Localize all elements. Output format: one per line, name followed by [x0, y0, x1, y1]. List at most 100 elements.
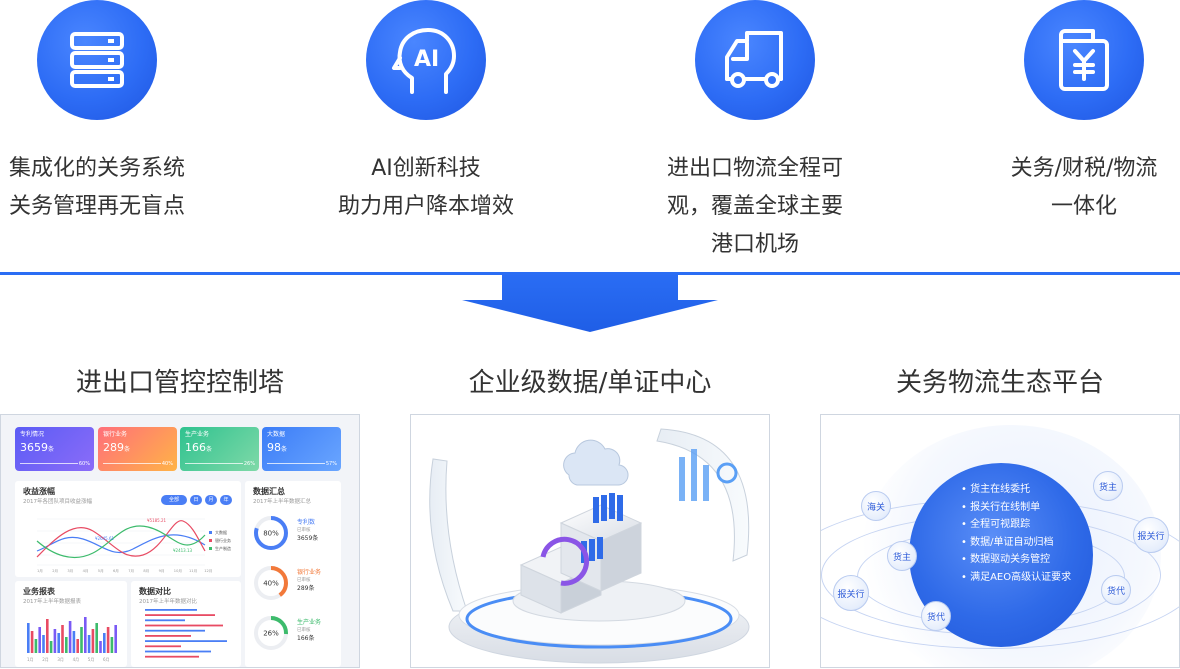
legend-label: 大数据 — [215, 529, 227, 535]
section-divider — [0, 272, 1180, 275]
platform-feature-item: • 报关行在线制单 — [961, 501, 1041, 513]
filter-day-button[interactable]: 日 — [190, 495, 202, 505]
income-chart-card: 收益涨幅 2017年各团队项目收益涨幅 全部 日 月 年 ¥5185.21 ¥2… — [15, 481, 241, 577]
summary-small: 已审核 — [297, 578, 311, 583]
card-subtitle: 2017年上半年数据报表 — [23, 599, 81, 605]
report-bar — [72, 631, 76, 653]
section-title-control-tower: 进出口管控控制塔 — [75, 368, 284, 398]
donut-percent: 40% — [263, 580, 279, 588]
donut-percent: 80% — [263, 530, 279, 538]
x-tick-label: 9月 — [159, 568, 165, 573]
filter-all-button[interactable]: 全部 — [161, 495, 187, 505]
feature-icon-circle — [695, 0, 815, 120]
report-bar — [84, 617, 87, 653]
compare-bar — [145, 645, 181, 648]
series-line-green — [36, 525, 206, 559]
card-title: 收益涨幅 — [23, 487, 55, 496]
legend-label: 生产制造 — [215, 545, 231, 551]
platform-feature-list: • 货主在线委托 • 报关行在线制单 • 全程可视跟踪 • 数据/单证自动归档 … — [961, 481, 1071, 586]
kpi-unit: 条 — [124, 446, 131, 453]
callout-label: ¥2413.13 — [173, 548, 193, 553]
kpi-bar — [20, 462, 78, 464]
legend-label: 银行业务 — [215, 537, 231, 543]
compare-bar — [145, 624, 223, 627]
compare-bar — [145, 609, 197, 611]
kpi-percent: 57% — [325, 461, 337, 467]
kpi-bar — [185, 462, 243, 464]
kpi-value: 98 — [267, 441, 281, 454]
compare-bar — [145, 635, 191, 637]
compare-bar — [145, 655, 199, 658]
series-line-blue — [36, 534, 206, 554]
card-subtitle: 2017年各团队项目收益涨幅 — [23, 499, 92, 505]
x-tick-label: 7月 — [128, 568, 134, 573]
callout-label: ¥5185.21 — [147, 518, 167, 523]
summary-name: 生产业务 — [297, 619, 322, 626]
truck-icon — [725, 31, 783, 88]
kpi-label: 生产业务 — [185, 431, 210, 438]
donut-chart: 40% — [254, 566, 288, 600]
report-bar — [42, 635, 45, 653]
compare-bar — [145, 614, 215, 616]
kpi-bar — [267, 462, 325, 464]
feature-icon-circle — [1024, 0, 1144, 120]
feature-icon-circle — [37, 0, 157, 120]
kpi-card: 专利情况 3659条 60% — [15, 427, 94, 471]
filter-month-button[interactable]: 月 — [205, 495, 217, 505]
platform-feature-item: • 满足AEO高级认证要求 — [961, 571, 1072, 583]
report-bar — [80, 627, 83, 653]
x-tick-label: 6月 — [103, 657, 110, 662]
feature-customs-tax-logistics: 关务/财税/物流 一体化 — [954, 0, 1180, 226]
report-bar — [53, 629, 57, 653]
x-tick-label: 1月 — [27, 657, 34, 662]
down-arrow-icon — [462, 274, 718, 332]
data-compare-card: 数据对比 2017年上半年数据对比 — [131, 581, 241, 667]
report-bar — [46, 619, 49, 653]
platform-feature-item: • 数据驱动关务管控 — [961, 554, 1051, 565]
card-subtitle: 2017年上半年数据对比 — [139, 599, 197, 605]
x-tick-label: 4月 — [73, 657, 80, 662]
filter-year-button[interactable]: 年 — [220, 495, 232, 505]
report-bar — [106, 627, 110, 653]
platform-feature-item: • 货主在线委托 — [961, 484, 1031, 495]
report-bar — [38, 627, 41, 653]
feature-ai: AI AI创新科技 助力用户降本增效 — [296, 0, 556, 226]
report-bar — [61, 625, 64, 653]
callout-label: ¥2645.61 — [95, 536, 115, 541]
ai-head-icon: AI — [392, 28, 456, 94]
x-tick-label: 8月 — [143, 568, 149, 573]
x-tick-label: 5月 — [98, 568, 104, 573]
kpi-unit: 条 — [48, 446, 55, 453]
eco-platform-illustration: • 货主在线委托 • 报关行在线制单 • 全程可视跟踪 • 数据/单证自动归档 … — [820, 414, 1180, 668]
report-bar — [57, 633, 60, 653]
card-title: 数据对比 — [139, 587, 171, 596]
report-bar — [114, 625, 117, 653]
data-compare-bar-chart — [145, 609, 227, 658]
kpi-label: 大数据 — [267, 431, 286, 438]
kpi-card: 大数据 98条 57% — [262, 427, 341, 471]
feature-integrated-system: 集成化的关务系统 关务管理再无盲点 — [0, 0, 227, 226]
x-tick-label: 3月 — [57, 657, 64, 662]
x-tick-label: 2月 — [52, 568, 58, 573]
donut-chart: 26% — [254, 616, 288, 650]
card-subtitle: 2017年上半年数据汇总 — [253, 499, 311, 505]
node-customs: 海关 — [861, 491, 891, 521]
platform-feature-item: • 数据/单证自动归档 — [961, 536, 1054, 548]
svg-text:AI: AI — [414, 47, 439, 72]
compare-bar — [145, 629, 205, 632]
report-bar — [30, 631, 34, 653]
feature-line: 进出口物流全程可 — [666, 156, 843, 181]
kpi-bar — [103, 462, 161, 464]
feature-line: 一体化 — [1050, 194, 1117, 219]
series-line-red — [36, 520, 206, 558]
report-bar — [95, 623, 98, 653]
summary-small: 已审核 — [297, 628, 311, 633]
feature-line: 关务管理再无盲点 — [8, 194, 185, 219]
report-bar — [27, 623, 30, 653]
report-bar — [65, 637, 68, 653]
